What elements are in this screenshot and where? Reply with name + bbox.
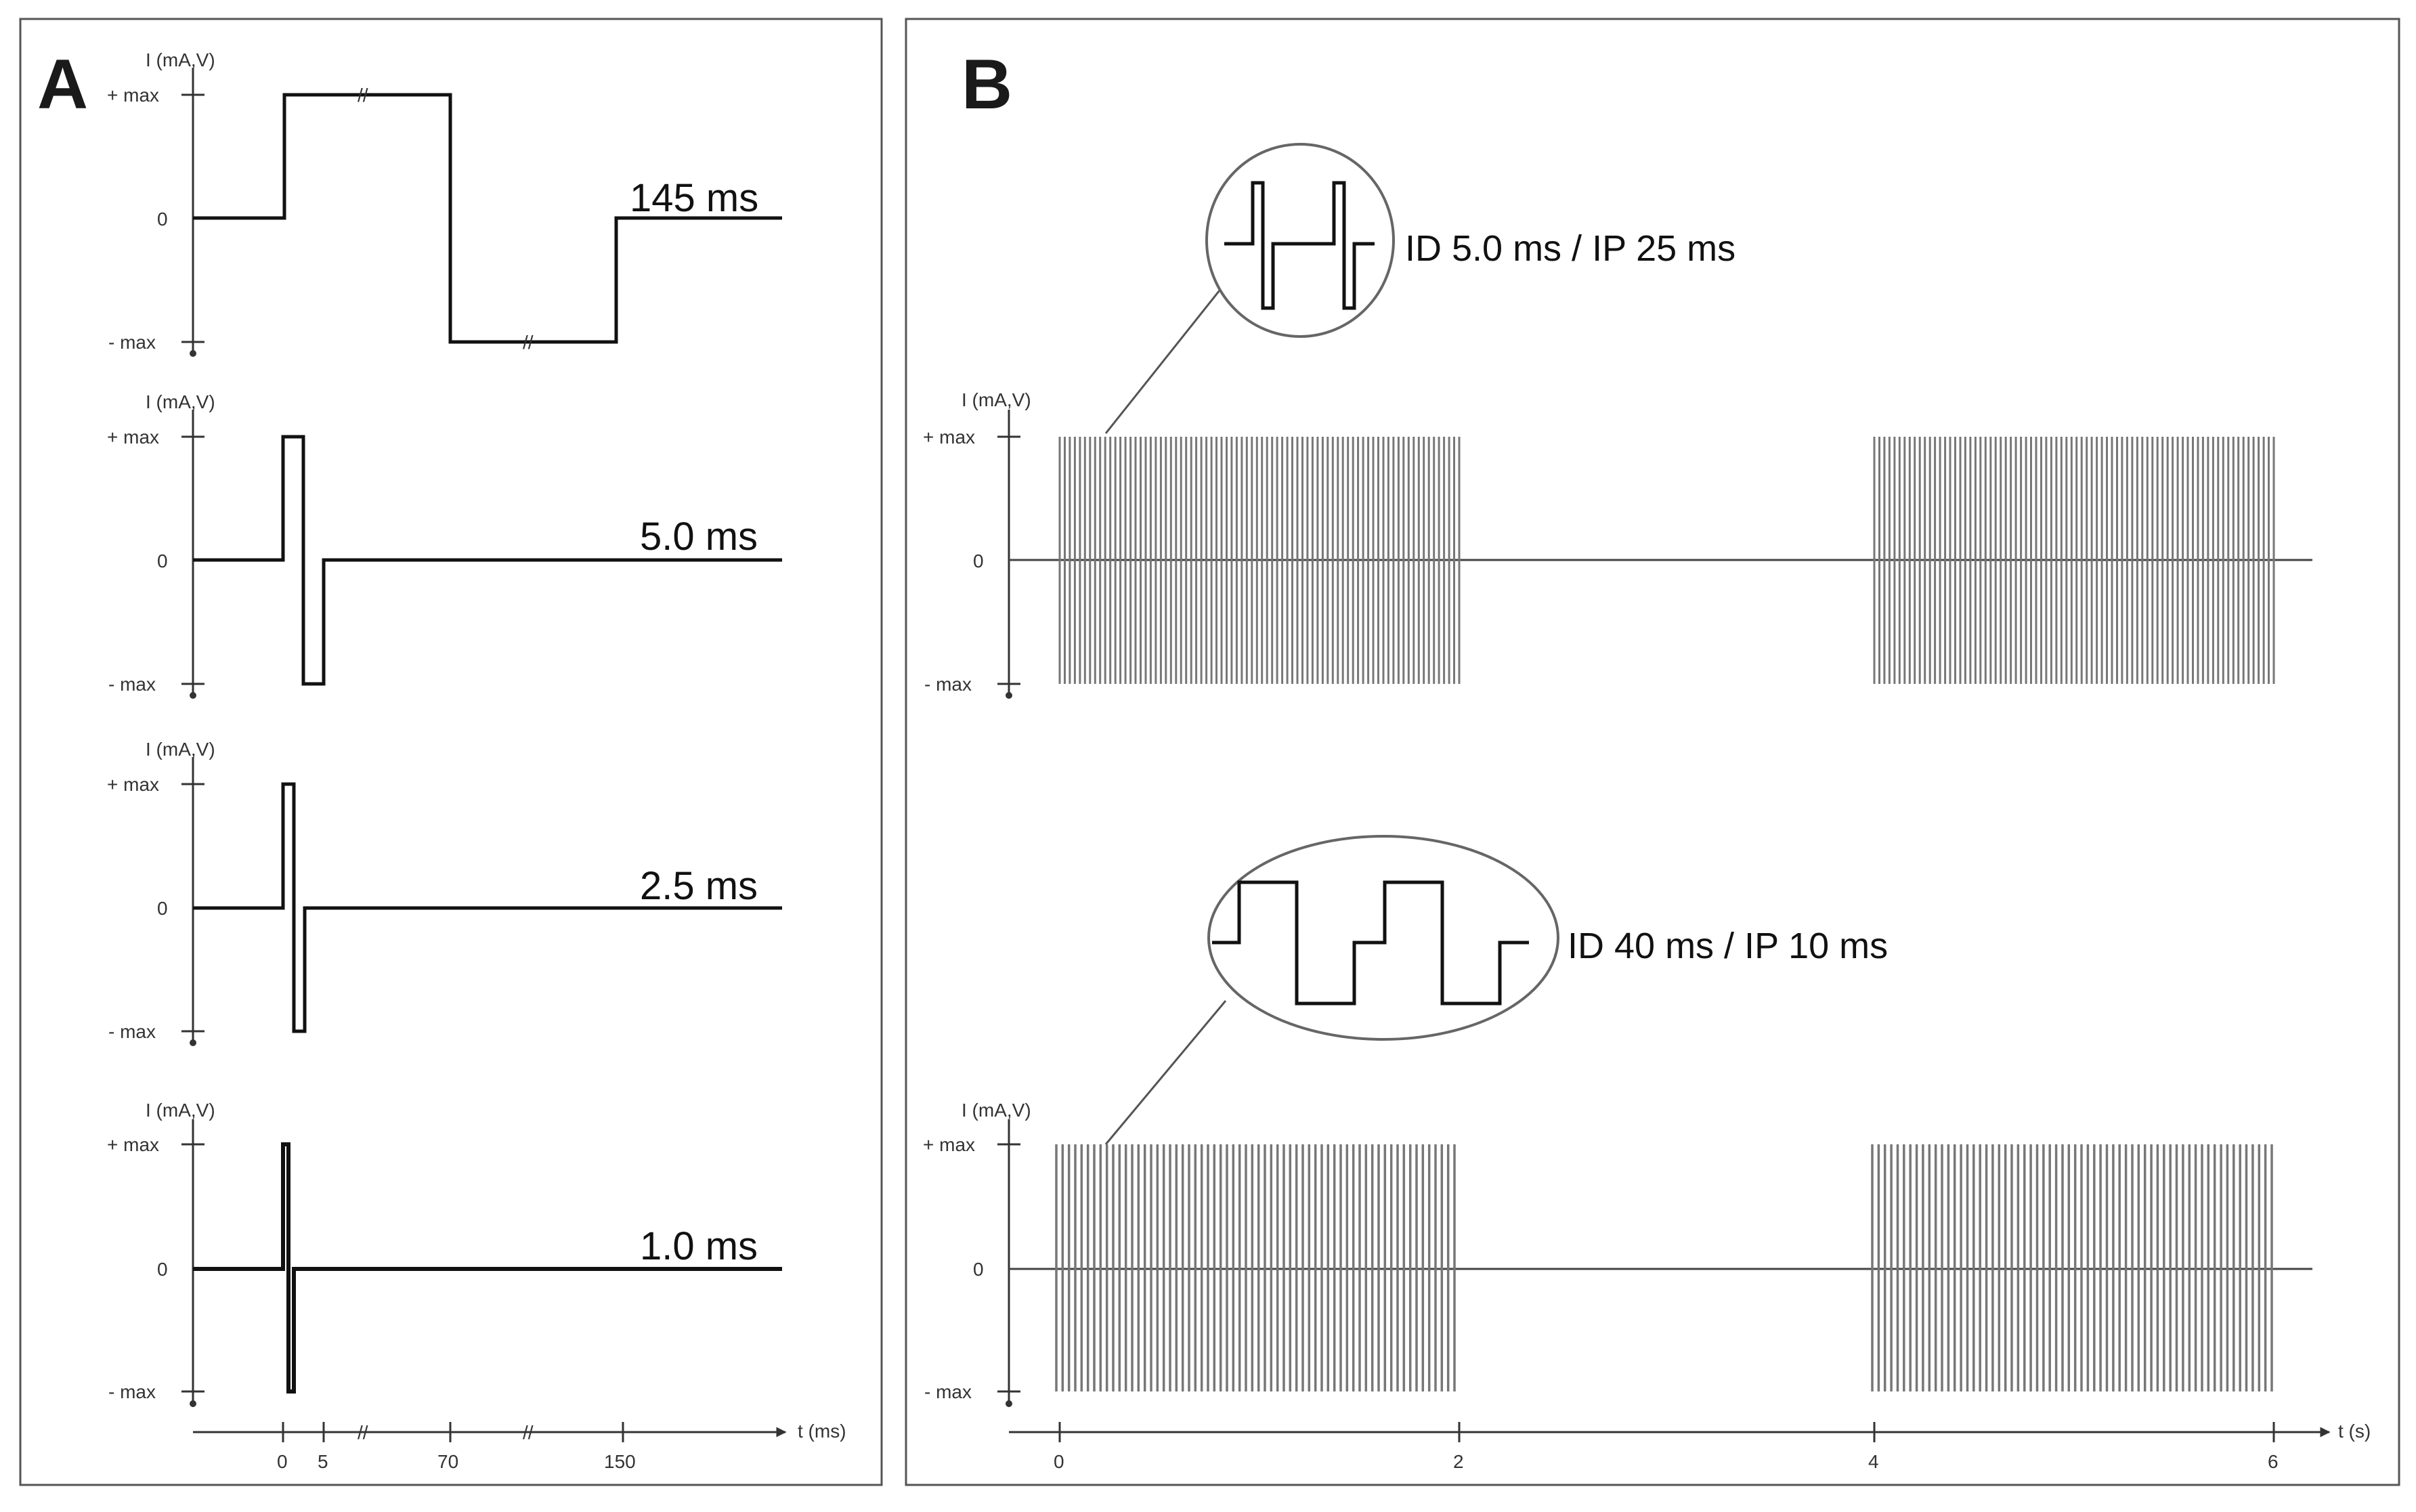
waveform-trace <box>193 93 782 344</box>
zoom-inset-top: ID 5.0 ms / IP 25 ms <box>1104 143 1735 434</box>
panel-b-time-axis: 0 2 4 6 t (s) <box>1009 1421 2371 1472</box>
tick-label-70: 70 <box>437 1451 458 1472</box>
waveform-trace <box>193 1142 782 1394</box>
waveform-row-145ms: I (mA,V) + max 0 - max // // 145 ms <box>107 49 782 357</box>
zoom-inset-bottom: ID 40 ms / IP 10 ms <box>1104 835 1888 1145</box>
break-mark: // <box>523 1422 534 1443</box>
break-mark: // <box>358 85 368 106</box>
axis-label: I (mA,V) <box>146 391 215 412</box>
axis-label: I (mA,V) <box>962 1100 1031 1121</box>
waveform-row-5ms: I (mA,V) + max 0 - max 5.0 ms <box>107 391 782 699</box>
pulse-train-block-2 <box>1871 1144 2273 1391</box>
plus-max-label: + max <box>107 427 159 448</box>
panel-a-letter: A <box>37 45 88 124</box>
zero-label: 0 <box>157 1259 168 1280</box>
tick-label-4: 4 <box>1868 1451 1879 1472</box>
zoom-label: ID 5.0 ms / IP 25 ms <box>1405 228 1735 269</box>
plus-max-label: + max <box>107 774 159 795</box>
axis-label: I (mA,V) <box>146 1100 215 1121</box>
pulse-train-block-2 <box>1873 437 2275 684</box>
panel-a-time-axis: // // 0 5 70 150 t (ms) <box>193 1421 846 1472</box>
panel-b-frame <box>905 18 2400 1486</box>
duration-label: 5.0 ms <box>640 515 758 559</box>
time-axis-label: t (ms) <box>798 1421 846 1442</box>
tick-label-6: 6 <box>2268 1451 2279 1472</box>
minus-max-label: - max <box>108 332 156 353</box>
break-mark: // <box>358 1422 368 1443</box>
zero-label: 0 <box>157 550 168 571</box>
duration-label: 2.5 ms <box>640 864 758 908</box>
trace-bottom: I (mA,V) + max 0 - max <box>923 1100 2312 1407</box>
plus-max-label: + max <box>107 1134 159 1155</box>
zero-label: 0 <box>973 550 984 571</box>
tick-label-5: 5 <box>318 1451 328 1472</box>
minus-max-label: - max <box>924 1381 972 1402</box>
waveform-row-1ms: I (mA,V) + max 0 - max 1.0 ms <box>107 1100 782 1407</box>
zero-label: 0 <box>973 1259 984 1280</box>
waveform-trace <box>193 435 782 686</box>
plus-max-label: + max <box>107 85 159 106</box>
tick-label-0: 0 <box>1054 1451 1064 1472</box>
time-axis-label: t (s) <box>2338 1421 2371 1442</box>
axis-label: I (mA,V) <box>146 49 215 70</box>
pulse-train-block-1 <box>1058 437 1461 684</box>
axis-label: I (mA,V) <box>146 739 215 760</box>
break-mark: // <box>523 332 534 353</box>
duration-label: 1.0 ms <box>640 1224 758 1268</box>
trace-top: I (mA,V) + max 0 - max <box>923 389 2312 699</box>
tick-label-0: 0 <box>277 1451 288 1472</box>
duration-label: 145 ms <box>630 176 758 220</box>
zoom-label: ID 40 ms / IP 10 ms <box>1568 926 1888 966</box>
waveform-row-2-5ms: I (mA,V) + max 0 - max 2.5 ms <box>107 739 782 1046</box>
tick-label-2: 2 <box>1453 1451 1464 1472</box>
plus-max-label: + max <box>923 427 975 448</box>
minus-max-label: - max <box>108 1381 156 1402</box>
panel-b-letter: B <box>962 45 1012 124</box>
plus-max-label: + max <box>923 1134 975 1155</box>
minus-max-label: - max <box>108 1021 156 1042</box>
zero-label: 0 <box>157 209 168 230</box>
minus-max-label: - max <box>924 674 972 695</box>
tick-label-150: 150 <box>604 1451 636 1472</box>
zero-label: 0 <box>157 898 168 919</box>
axis-label: I (mA,V) <box>962 389 1031 410</box>
minus-max-label: - max <box>108 674 156 695</box>
panel-a-frame <box>19 18 883 1486</box>
pulse-train-block-1 <box>1055 1144 1456 1391</box>
